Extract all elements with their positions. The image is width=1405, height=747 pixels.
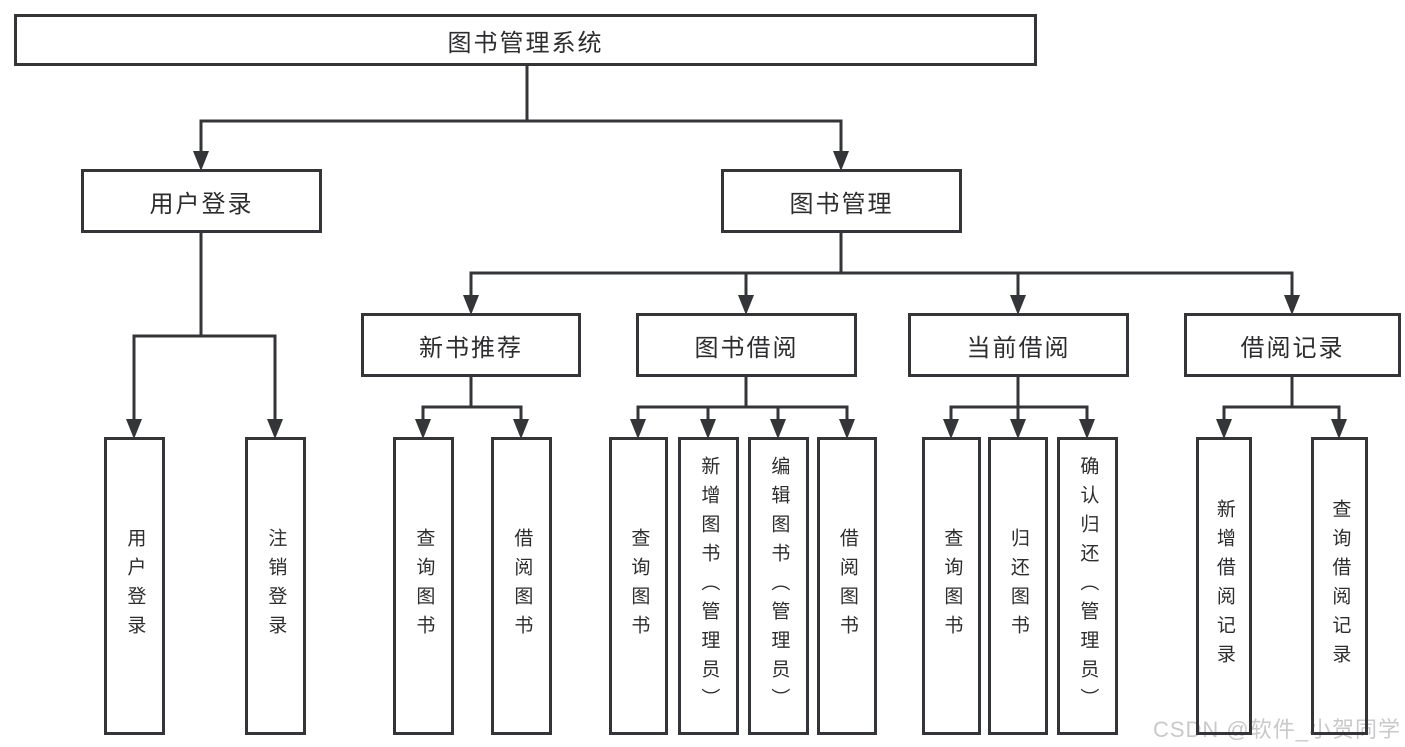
node-label: 图书管理系统 — [447, 29, 604, 57]
edges-book-borrowing — [630, 375, 855, 439]
leaf-borrow-books: 借阅图书 — [817, 437, 877, 735]
leaf-return-books: 归还图书 — [988, 437, 1048, 735]
node-book-borrowing: 图书借阅 — [636, 313, 857, 377]
edges-root — [193, 64, 849, 171]
leaf-edit-books-admin: 编辑图书（管理员） — [748, 437, 809, 735]
leaf-logout: 注销登录 — [245, 437, 306, 735]
node-library-management-system: 图书管理系统 — [14, 14, 1037, 66]
node-label: 用户登录 — [149, 190, 254, 218]
node-label: 确认归还（管理员） — [1077, 455, 1099, 717]
leaf-query-books-current: 查询图书 — [922, 437, 981, 735]
edges-current-borrowing — [943, 375, 1095, 439]
edges-user-login — [126, 231, 283, 439]
node-label: 当前借阅 — [966, 334, 1071, 362]
node-label: 图书管理 — [789, 190, 894, 218]
node-user-login: 用户登录 — [81, 169, 322, 233]
node-label: 图书借阅 — [694, 334, 799, 362]
node-current-borrowing: 当前借阅 — [908, 313, 1129, 377]
leaf-confirm-return-admin: 确认归还（管理员） — [1057, 437, 1118, 735]
node-label: 借阅图书 — [836, 528, 858, 644]
edges-book-management — [463, 231, 1300, 315]
node-label: 查询图书 — [941, 528, 963, 644]
edges-borrowing-records — [1216, 375, 1347, 439]
leaf-add-books-admin: 新增图书（管理员） — [678, 437, 739, 735]
node-label: 新增图书（管理员） — [698, 455, 720, 717]
node-label: 借阅图书 — [511, 528, 533, 644]
node-label: 用户登录 — [124, 528, 146, 644]
leaf-add-borrow-record: 新增借阅记录 — [1196, 437, 1252, 735]
node-label: 查询借阅记录 — [1329, 499, 1351, 673]
node-label: 新增借阅记录 — [1213, 499, 1235, 673]
node-label: 归还图书 — [1007, 528, 1029, 644]
node-label: 编辑图书（管理员） — [768, 455, 790, 717]
csdn-watermark: CSDN @软件_小贺同学 — [1152, 717, 1401, 742]
node-label: 注销登录 — [265, 528, 287, 644]
node-label: 查询图书 — [628, 528, 650, 644]
leaf-user-login: 用户登录 — [104, 437, 165, 735]
leaf-query-borrow-record: 查询借阅记录 — [1311, 437, 1368, 735]
node-book-management: 图书管理 — [721, 169, 962, 233]
edges-new-book-recommendation — [415, 375, 529, 439]
node-borrowing-records: 借阅记录 — [1184, 313, 1401, 377]
leaf-query-books-recommend: 查询图书 — [393, 437, 454, 735]
node-label: 借阅记录 — [1240, 334, 1345, 362]
node-label: 查询图书 — [413, 528, 435, 644]
leaf-borrow-books-recommend: 借阅图书 — [491, 437, 552, 735]
node-new-book-recommendation: 新书推荐 — [361, 313, 581, 377]
leaf-query-books-borrowing: 查询图书 — [609, 437, 668, 735]
node-label: 新书推荐 — [419, 334, 523, 362]
